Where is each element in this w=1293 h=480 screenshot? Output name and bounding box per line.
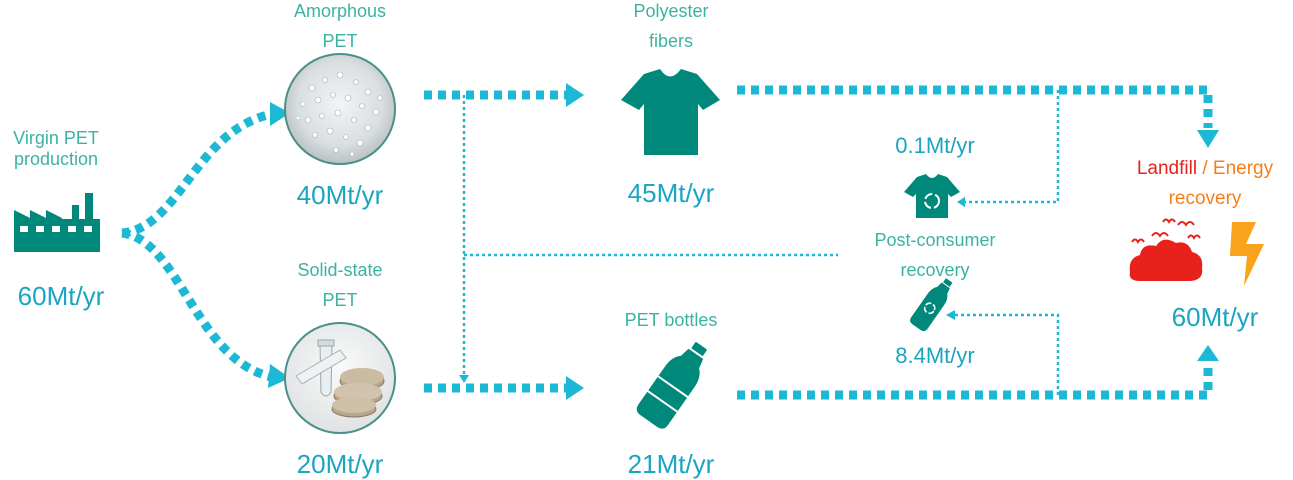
bottle-icon [636, 342, 707, 429]
recycled-tshirt-icon [904, 174, 960, 218]
amorphous-pet-label-line2: PET [322, 31, 358, 51]
recycled-bottle-icon [910, 278, 953, 332]
label-separator: / [1202, 158, 1208, 179]
polyester-fibers-label-line2: fibers [648, 31, 693, 51]
solid-state-pet-label-line1: Solid-state [297, 260, 383, 280]
landfill-icon [1129, 218, 1203, 281]
pet-bottles-value: 21Mt/yr [627, 449, 715, 479]
recovery-flows [462, 90, 1060, 395]
polyester-fibers-label-line1: Polyester [633, 1, 709, 21]
arrowhead-fibers [566, 83, 584, 107]
polyester-fibers-value: 45Mt/yr [627, 178, 715, 208]
factory-icon [14, 193, 100, 252]
post-consumer-label-line2: recovery [900, 260, 970, 280]
flow-bottles-to-end [737, 365, 1213, 400]
solid-state-pet-value: 20Mt/yr [296, 449, 384, 479]
flow-fiber-recovery [964, 90, 1060, 204]
arrowhead-solid-state [268, 364, 290, 388]
arrowhead-end-bottom [1197, 345, 1219, 361]
arrowhead-bottle-recovery [946, 310, 955, 320]
main-flows [121, 85, 1213, 400]
arrowhead-bottles-branch [459, 375, 469, 383]
main-flow-arrowheads [268, 83, 1219, 400]
pet-pellets-photo [284, 53, 396, 165]
landfill-label: Landfill [1136, 158, 1198, 179]
flow-bottle-recovery [955, 313, 1060, 395]
arrowhead-fiber-recovery [957, 197, 965, 207]
flow-fibers-to-end [737, 85, 1213, 128]
energy-label: Energy [1212, 158, 1274, 179]
virgin-pet-value: 60Mt/yr [17, 281, 105, 311]
energy-recovery-label: recovery [1168, 188, 1242, 209]
tshirt-icon [621, 69, 720, 155]
end-of-life-label: Landfill / Energy [1120, 158, 1290, 180]
solid-state-pet-label-line2: PET [322, 290, 358, 310]
lightning-icon [1230, 222, 1264, 286]
recovery-arrowheads [459, 197, 965, 383]
flow-virgin-to-solid-state [121, 228, 274, 382]
pet-bottles-label: PET bottles [624, 310, 718, 330]
amorphous-pet-value: 40Mt/yr [296, 180, 384, 210]
arrowhead-bottles [566, 376, 584, 400]
virgin-pet-label: Virgin PET production [13, 128, 99, 169]
end-of-life-value: 60Mt/yr [1171, 302, 1259, 332]
bottle-recovery-value: 8.4Mt/yr [895, 343, 975, 368]
pet-preforms-photo [284, 322, 396, 434]
amorphous-pet-label-line1: Amorphous [293, 1, 387, 21]
post-consumer-label-line1: Post-consumer [874, 230, 996, 250]
arrowhead-end-top [1197, 130, 1219, 148]
fiber-recovery-value: 0.1Mt/yr [895, 133, 975, 158]
arrowhead-amorphous [270, 102, 290, 126]
flow-virgin-to-amorphous [121, 109, 274, 238]
